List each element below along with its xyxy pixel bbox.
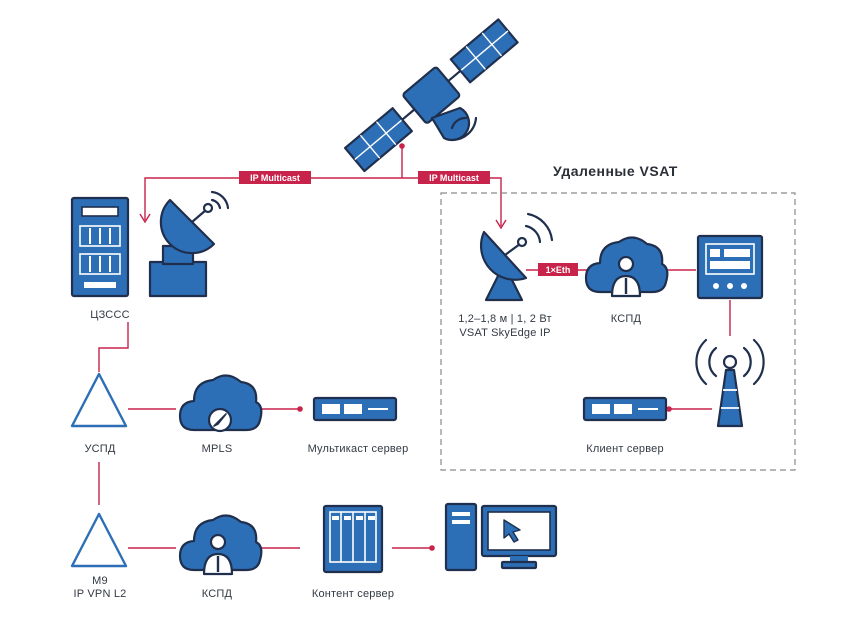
tag-ip-multicast-right: IP Multicast bbox=[418, 171, 490, 184]
svg-text:1×Eth: 1×Eth bbox=[546, 265, 571, 275]
content-server-icon bbox=[322, 504, 384, 574]
czsss-server-rack-icon bbox=[70, 196, 130, 298]
uspd-triangle-icon bbox=[70, 372, 128, 428]
vsat-model-label: VSAT SkyEdge IP bbox=[459, 327, 550, 339]
mpls-label: MPLS bbox=[202, 443, 233, 455]
svg-text:IP Multicast: IP Multicast bbox=[250, 173, 300, 183]
tag-eth: 1×Eth bbox=[538, 263, 578, 276]
remote-vsat-box bbox=[440, 192, 796, 471]
czsss-satellite-dish-icon bbox=[148, 190, 230, 298]
arrow-to-vsat bbox=[495, 219, 507, 230]
tag-ip-multicast-left: IP Multicast bbox=[239, 171, 311, 184]
client-server-icon bbox=[582, 396, 668, 422]
multicast-distribution-line bbox=[144, 177, 502, 226]
client-server-label: Клиент сервер bbox=[586, 443, 664, 455]
bottom-kspd-label: КСПД bbox=[202, 588, 233, 600]
m9-vpn-label: IP VPN L2 bbox=[74, 588, 127, 600]
content-server-label: Контент сервер bbox=[312, 588, 394, 600]
remote-terminal-device-icon bbox=[696, 234, 764, 300]
czsss-label: ЦЗССС bbox=[90, 309, 130, 321]
uspd-label: УСПД bbox=[84, 443, 115, 455]
multicast-server-label: Мультикаст сервер bbox=[308, 443, 409, 455]
vsat-size-label: 1,2–1,8 м | 1, 2 Вт bbox=[458, 313, 552, 325]
czsss-uspd-line bbox=[98, 322, 129, 372]
mpls-cloud-icon bbox=[178, 374, 263, 433]
arrow-to-czsss bbox=[139, 213, 151, 224]
satellite-link-dot bbox=[399, 143, 405, 149]
connectors bbox=[98, 143, 731, 551]
remote-vsat-title: Удаленные VSAT bbox=[553, 163, 678, 179]
radio-tower-icon bbox=[695, 338, 765, 428]
client-pc-icon bbox=[444, 502, 558, 572]
vsat-dish-icon bbox=[479, 212, 554, 302]
remote-kspd-cloud-icon bbox=[584, 236, 669, 298]
bottom-kspd-cloud-icon bbox=[178, 514, 263, 576]
satellite-icon bbox=[344, 18, 519, 173]
svg-text:IP Multicast: IP Multicast bbox=[429, 173, 479, 183]
cursor-icon bbox=[503, 519, 521, 543]
m9-triangle-icon bbox=[70, 512, 128, 568]
remote-kspd-label: КСПД bbox=[611, 313, 642, 325]
m9-label: М9 bbox=[92, 575, 108, 587]
multicast-server-icon bbox=[312, 396, 398, 422]
